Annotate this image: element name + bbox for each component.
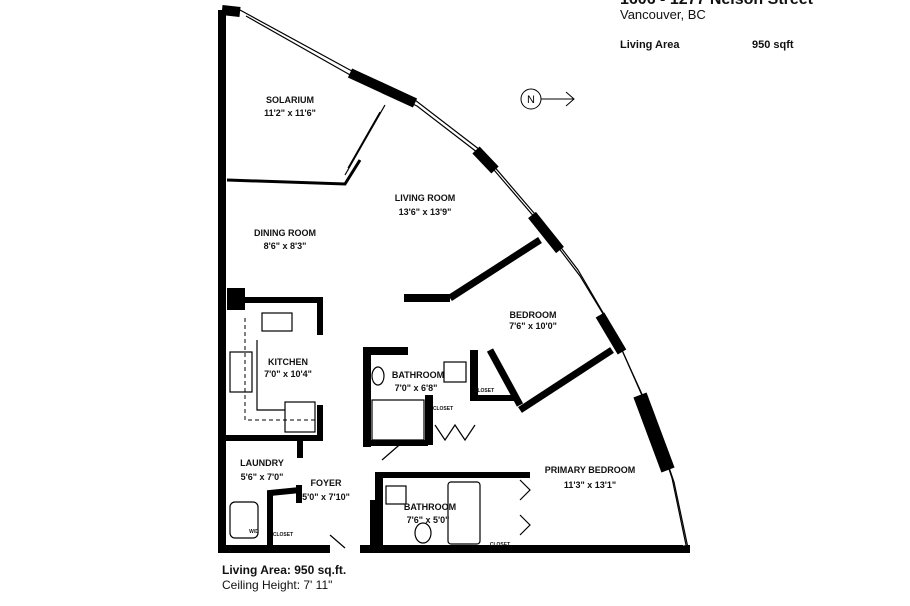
living-area-value: 950 sqft — [752, 39, 794, 51]
room-dims-foyer: 5'0" x 7'10" — [302, 492, 350, 502]
vanity-sink — [385, 485, 407, 505]
closet-label: CLOSET — [490, 542, 510, 548]
toilet — [371, 366, 385, 386]
room-dims-living-room: 13'6" x 13'9" — [399, 207, 452, 217]
room-name-foyer: FOYER — [310, 478, 342, 488]
fixtures — [229, 312, 531, 549]
room-name-solarium: SOLARIUM — [266, 95, 314, 105]
room-name-primary-bedroom: PRIMARY BEDROOM — [545, 465, 636, 475]
room-name-bedroom: BEDROOM — [510, 310, 557, 320]
room-dims-bathroom: 7'6" x 5'0" — [407, 515, 450, 525]
room-dims-dining-room: 8'6" x 8'3" — [264, 241, 307, 251]
room-dims-bedroom: 7'6" x 10'0" — [509, 321, 557, 331]
closet-label: CLOSET — [433, 406, 453, 412]
room-name-kitchen: KITCHEN — [268, 357, 308, 367]
kitchen-sink — [261, 312, 293, 332]
room-name-bathroom: BATHROOM — [392, 370, 444, 380]
footer-ceiling-height: Ceiling Height: 7' 11" — [222, 578, 333, 592]
room-dims-kitchen: 7'0" x 10'4" — [264, 369, 312, 379]
room-name-living-room: LIVING ROOM — [395, 193, 456, 203]
washer-dryer — [229, 501, 259, 539]
north-arrow-icon: N — [520, 88, 575, 110]
room-dims-primary-bedroom: 11'3" x 13'1" — [564, 480, 616, 490]
svg-text:N: N — [527, 94, 535, 106]
interior-walls — [222, 104, 614, 550]
room-dims-bathroom: 7'0" x 6'8" — [395, 383, 438, 393]
room-dims-laundry: 5'6" x 7'0" — [241, 472, 284, 482]
vanity-sink — [443, 361, 467, 383]
fridge — [284, 401, 316, 433]
footer-living-area: Living Area: 950 sq.ft. — [222, 563, 347, 577]
shower — [371, 399, 425, 441]
stove-cooktop — [229, 351, 253, 393]
outer-walls — [218, 5, 690, 553]
closet-label: CLOSET — [474, 388, 494, 394]
closet-label: CLOSET — [273, 532, 293, 538]
listing-city: Vancouver, BC — [620, 7, 706, 22]
washer-dryer-label: W/D — [249, 529, 259, 535]
room-name-laundry: LAUNDRY — [240, 458, 284, 468]
toilet — [414, 522, 432, 544]
living-area-label: Living Area — [620, 39, 680, 51]
room-name-bathroom: BATHROOM — [404, 502, 456, 512]
room-dims-solarium: 11'2" x 11'6" — [264, 108, 316, 118]
bathtub — [447, 481, 481, 545]
listing-address: 1606 - 1277 Nelson Street — [620, 0, 813, 9]
room-name-dining-room: DINING ROOM — [254, 228, 316, 238]
